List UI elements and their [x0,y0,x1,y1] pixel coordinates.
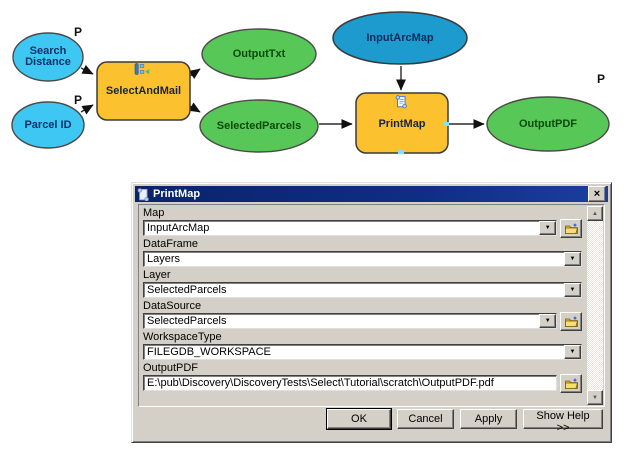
field-label: WorkspaceType [143,331,222,343]
node-parcel-id[interactable] [11,101,85,149]
field-label: OutputPDF [143,362,199,374]
scroll-up-button[interactable]: ▲ [587,206,603,221]
node-input-arc-map[interactable] [332,11,468,65]
script-icon [137,187,149,201]
combo-value: SelectedParcels [147,315,227,327]
field-outputpdf: OutputPDF E:\pub\Discovery\DiscoveryTest… [143,362,582,393]
close-icon: × [593,188,601,200]
node-selected-parcels[interactable] [199,99,319,153]
modelbuilder-diagram: Search Distance Parcel ID SelectAndMail … [0,0,628,175]
field-layer: Layer SelectedParcels ▼ [143,269,582,298]
param-marker-parcel-id: P [74,93,83,107]
ok-button[interactable]: OK [327,409,391,429]
apply-button[interactable]: Apply [460,409,517,429]
field-label: Map [143,207,165,219]
cancel-button[interactable]: Cancel [397,409,454,429]
param-marker-output-pdf: P [597,72,606,86]
scroll-down-icon: ▼ [592,394,598,401]
field-workspacetype: WorkspaceType FILEGDB_WORKSPACE ▼ [143,331,582,360]
open-folder-icon [564,223,578,234]
dialog-button-row: OK Cancel Apply Show Help >> [138,409,603,434]
outputpdf-browse-button[interactable] [560,374,582,393]
scroll-down-button[interactable]: ▼ [587,390,603,405]
datasource-browse-button[interactable] [560,312,582,331]
model-icon [134,63,150,75]
dropdown-arrow-icon[interactable]: ▼ [564,283,581,297]
close-button[interactable]: × [588,186,606,202]
workspacetype-combobox[interactable]: FILEGDB_WORKSPACE ▼ [143,344,582,360]
node-output-pdf[interactable] [486,96,610,152]
param-marker-search-distance: P [74,25,83,39]
edge-parcelid-selectandmail [80,104,94,115]
field-dataframe: DataFrame Layers ▼ [143,238,582,267]
printmap-dialog: PrintMap × Map InputArcMap ▼ [131,182,612,443]
model-connectors [80,64,485,129]
vertical-scrollbar[interactable]: ▲ ▼ [587,206,603,405]
datasource-combobox[interactable]: SelectedParcels ▼ [143,313,558,329]
open-folder-icon [564,316,578,327]
dialog-titlebar[interactable]: PrintMap × [135,186,608,202]
dataframe-combobox[interactable]: Layers ▼ [143,251,582,267]
combo-value: InputArcMap [147,222,210,234]
field-label: Layer [143,269,171,281]
map-browse-button[interactable] [560,219,582,238]
map-combobox[interactable]: InputArcMap ▼ [143,220,558,236]
model-diagram-canvas [11,11,610,154]
connector-handle [398,150,404,154]
node-search-distance[interactable] [12,32,84,82]
layer-combobox[interactable]: SelectedParcels ▼ [143,282,582,298]
connector-handle [444,122,449,126]
dropdown-arrow-icon[interactable]: ▼ [539,314,557,328]
dropdown-arrow-icon[interactable]: ▼ [539,221,557,235]
node-output-txt[interactable] [201,28,317,80]
combo-value: FILEGDB_WORKSPACE [147,346,271,358]
combo-value: SelectedParcels [147,284,227,296]
field-datasource: DataSource SelectedParcels ▼ [143,300,582,331]
field-label: DataSource [143,300,202,312]
field-map: Map InputArcMap ▼ [143,207,582,238]
dropdown-arrow-icon[interactable]: ▼ [564,345,581,359]
open-folder-icon [564,378,578,389]
edge-selectandmail-outputtxt [188,68,201,80]
script-icon [395,95,407,109]
combo-value: Layers [147,253,181,265]
outputpdf-input[interactable]: E:\pub\Discovery\DiscoveryTests\Select\T… [143,375,558,391]
show-help-button[interactable]: Show Help >> [523,409,603,434]
scroll-up-icon: ▲ [592,210,598,217]
dialog-title: PrintMap [153,188,201,200]
node-select-and-mail[interactable] [96,61,191,121]
parameters-panel: Map InputArcMap ▼ [138,204,605,407]
input-value: E:\pub\Discovery\DiscoveryTests\Select\T… [147,377,494,389]
edge-selectandmail-selectedparcels [188,102,201,113]
field-label: DataFrame [143,238,199,250]
edge-searchdistance-selectandmail [80,64,94,75]
dropdown-arrow-icon[interactable]: ▼ [564,252,581,266]
